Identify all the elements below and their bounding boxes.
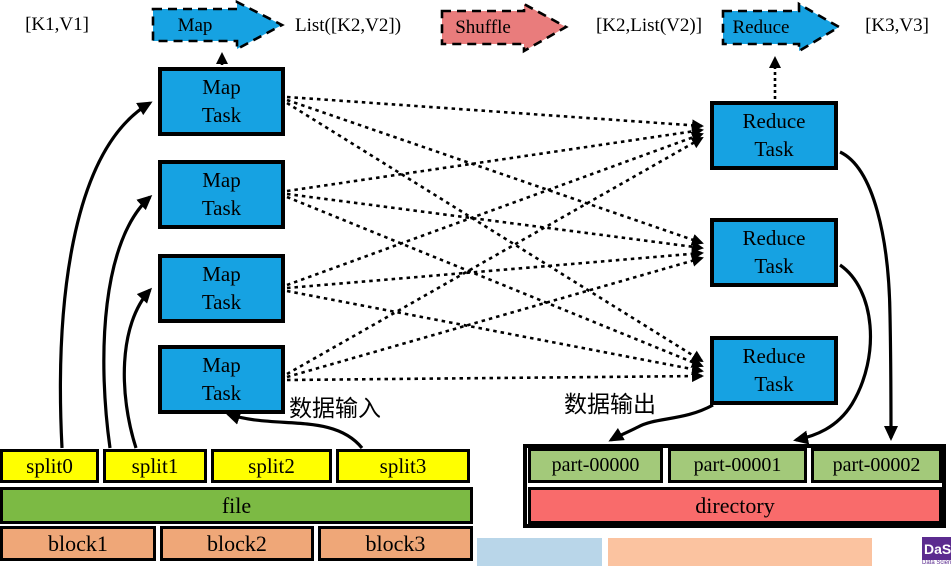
reduce-task-label: Reduce: [742, 225, 806, 250]
reducetask1-to-part2-arrow: [839, 150, 898, 441]
das-logo: DaS: [922, 537, 951, 560]
split1-to-maptask2-arrow: [102, 194, 153, 449]
das-logo-subtext: Data Scien: [922, 560, 951, 566]
reduce-task-label: Task: [754, 253, 794, 278]
reduce-task-label: Reduce: [742, 343, 806, 368]
block-box-1: block1: [0, 526, 156, 561]
data-output-label: 数据输出: [564, 392, 656, 417]
label-k3v3: [K3,V3]: [865, 15, 929, 36]
shuffle-fan-lines: [286, 95, 704, 383]
part-box-0: part-00000: [528, 448, 663, 483]
shuffle-line: [286, 101, 704, 363]
split-box-2: split2: [211, 449, 332, 483]
shuffle-line: [286, 136, 704, 376]
reduce-task-box-2: Reduce Task: [710, 218, 838, 287]
map-task-label: Map: [202, 167, 241, 192]
reduce-arrow-label: Reduce: [732, 17, 790, 38]
map-task-box-1: Map Task: [158, 67, 285, 136]
map-task-box-2: Map Task: [158, 160, 285, 229]
shuffle-line: [286, 289, 704, 375]
shuffle-line: [286, 247, 704, 290]
part-box-2: part-00002: [811, 448, 942, 483]
task-to-arrow-dotted-links: [216, 52, 781, 99]
label-k1v1: [K1,V1]: [25, 14, 89, 35]
map-task-label: Map: [202, 261, 241, 286]
map-task-label: Task: [201, 289, 242, 314]
map-arrow-label: Map: [177, 15, 213, 36]
reduce-task-box-3: Reduce Task: [710, 336, 838, 405]
data-input-label: 数据输入: [289, 396, 381, 421]
shuffle-line: [286, 125, 704, 193]
map-task-label: Map: [202, 74, 241, 99]
map-task-box-4: Map Task: [158, 345, 285, 414]
block-box-2: block2: [160, 526, 314, 561]
shuffle-arrow-label: Shuffle: [455, 17, 511, 38]
block-box-3: block3: [318, 526, 473, 561]
split0-to-maptask1-arrow: [58, 101, 153, 449]
file-bar: file: [0, 487, 473, 524]
map-task-label: Map: [202, 352, 241, 377]
reduce-task-label: Task: [754, 136, 794, 161]
label-list-k2v2: List([K2,V2]): [294, 15, 402, 36]
split-box-0: split0: [0, 449, 99, 483]
map-task-label: Task: [201, 380, 242, 405]
map-task-label: Task: [201, 195, 242, 220]
map-task-box-3: Map Task: [158, 254, 285, 323]
split2-to-maptask3-arrow: [122, 287, 153, 449]
shuffle-line: [286, 131, 704, 287]
split-box-3: split3: [336, 449, 470, 483]
decoration-strip-blue: [477, 538, 602, 566]
shuffle-line: [286, 95, 704, 132]
label-k2-listv2: [K2,List(V2)]: [595, 15, 703, 36]
shuffle-line: [286, 254, 704, 379]
part-box-1: part-00001: [668, 448, 807, 483]
reduce-task-label: Task: [754, 371, 794, 396]
shuffle-line: [286, 195, 704, 368]
decoration-strip-peach: [608, 538, 872, 566]
shuffle-line: [286, 192, 704, 253]
split-box-1: split1: [103, 449, 207, 483]
das-logo-text: DaS: [924, 540, 951, 557]
directory-bar: directory: [528, 487, 942, 524]
shuffle-line: [286, 98, 704, 246]
reduce-task-label: Reduce: [742, 108, 806, 133]
shuffle-line: [286, 370, 704, 383]
reduce-task-box-1: Reduce Task: [710, 101, 838, 170]
map-task-label: Task: [201, 102, 242, 127]
